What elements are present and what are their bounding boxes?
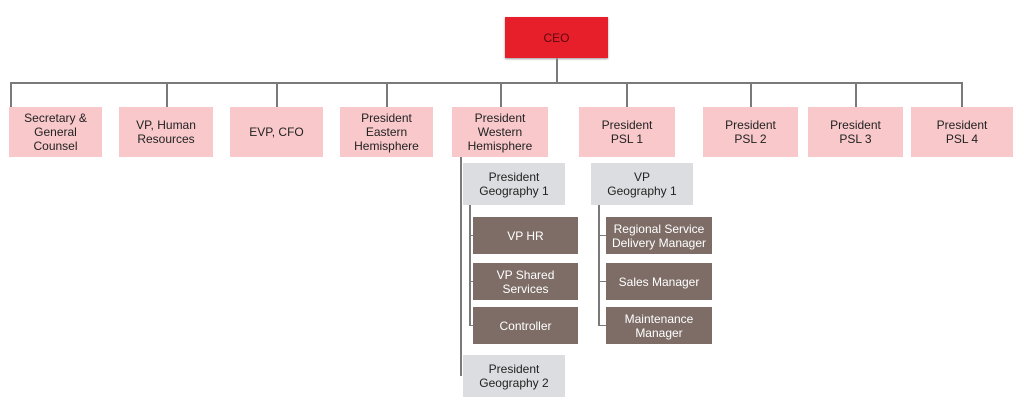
- connector: [598, 281, 606, 282]
- vp-geography1-box: VP Geography 1: [591, 163, 693, 205]
- connector: [469, 205, 471, 326]
- connector: [598, 325, 606, 326]
- connector: [10, 82, 963, 84]
- connector: [276, 82, 278, 107]
- connector: [855, 82, 857, 107]
- secretary-general-counsel-box: Secretary & General Counsel: [9, 107, 102, 157]
- president-psl3-box: President PSL 3: [808, 107, 903, 157]
- vp-shared-services-box: VP Shared Services: [473, 263, 578, 300]
- connector: [556, 58, 558, 84]
- connector: [469, 325, 474, 326]
- evp-cfo-box: EVP, CFO: [230, 107, 323, 157]
- regional-service-delivery-manager-box: Regional Service Delivery Manager: [606, 217, 712, 254]
- president-geography1-box: President Geography 1: [463, 163, 565, 205]
- connector: [166, 82, 168, 107]
- controller-box: Controller: [473, 307, 578, 344]
- president-geography2-box: President Geography 2: [463, 355, 565, 397]
- connector: [460, 156, 462, 376]
- connector: [500, 82, 502, 107]
- president-psl4-box: President PSL 4: [911, 107, 1013, 157]
- connector: [469, 281, 474, 282]
- vp-hr-box: VP HR: [473, 217, 578, 254]
- sales-manager-box: Sales Manager: [606, 263, 712, 300]
- ceo-box: CEO: [505, 17, 608, 58]
- vp-human-resources-box: VP, Human Resources: [119, 107, 213, 157]
- president-eastern-hemisphere-box: President Eastern Hemisphere: [340, 107, 433, 157]
- president-psl1-box: President PSL 1: [579, 107, 675, 157]
- connector: [469, 235, 474, 236]
- connector: [626, 82, 628, 107]
- president-psl2-box: President PSL 2: [703, 107, 798, 157]
- connector: [10, 82, 12, 107]
- connector: [386, 82, 388, 107]
- maintenance-manager-box: Maintenance Manager: [606, 307, 712, 344]
- connector: [598, 235, 606, 236]
- connector: [961, 82, 963, 107]
- connector: [750, 82, 752, 107]
- president-western-hemisphere-box: President Western Hemisphere: [452, 107, 548, 157]
- connector: [598, 205, 600, 326]
